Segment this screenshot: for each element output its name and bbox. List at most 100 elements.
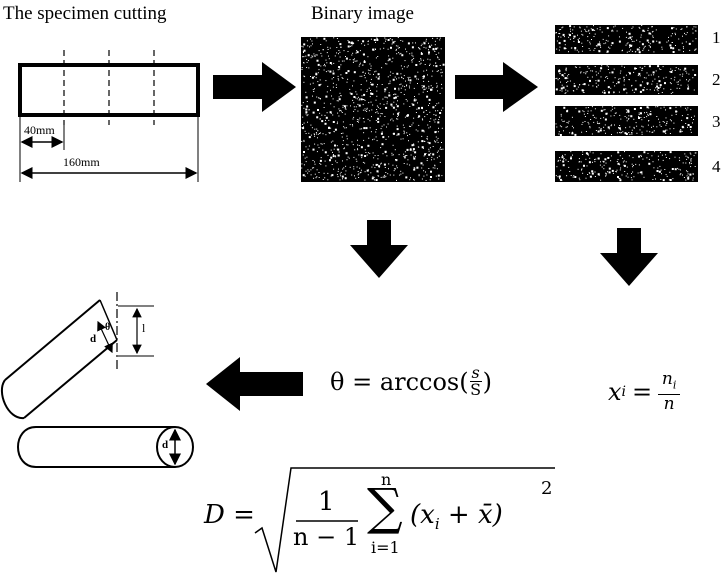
particle xyxy=(341,136,343,138)
particle xyxy=(647,152,649,154)
particle xyxy=(428,87,430,89)
particle xyxy=(374,48,376,50)
particle xyxy=(646,72,648,74)
particle xyxy=(394,93,396,95)
particle xyxy=(340,110,342,112)
particle xyxy=(326,52,328,54)
particle xyxy=(628,132,630,133)
particle xyxy=(693,115,695,117)
particle xyxy=(587,174,589,175)
d-body-rest: + x̄) xyxy=(439,500,503,530)
particle xyxy=(409,133,411,135)
particle xyxy=(639,90,642,93)
speckle-texture xyxy=(555,25,697,54)
particle xyxy=(567,80,569,82)
particle xyxy=(316,133,317,135)
particle xyxy=(679,169,681,171)
particle xyxy=(377,171,379,173)
particle xyxy=(351,124,353,125)
particle xyxy=(602,160,604,162)
particle xyxy=(345,152,348,155)
particle xyxy=(356,98,358,100)
particle xyxy=(687,107,689,109)
particle xyxy=(595,158,597,160)
particle xyxy=(591,133,593,135)
particle xyxy=(409,76,411,78)
particle xyxy=(428,85,430,87)
particle xyxy=(426,138,428,140)
particle xyxy=(353,116,355,118)
particle xyxy=(558,36,560,38)
particle xyxy=(587,153,588,155)
particle xyxy=(439,116,441,118)
particle xyxy=(561,84,563,86)
particle xyxy=(347,78,349,80)
particle xyxy=(619,155,621,157)
particle xyxy=(377,73,380,76)
particle xyxy=(596,28,598,30)
particle xyxy=(313,76,315,78)
particle xyxy=(320,44,322,45)
particle xyxy=(407,65,409,67)
particle xyxy=(421,140,424,143)
particle xyxy=(582,110,584,112)
particle xyxy=(396,128,399,131)
particle xyxy=(675,106,677,108)
particle xyxy=(380,176,382,178)
particle xyxy=(371,177,374,180)
particle xyxy=(391,43,393,45)
particle xyxy=(332,151,333,153)
particle xyxy=(398,87,400,89)
particle xyxy=(350,105,351,107)
particle xyxy=(639,47,641,49)
particle xyxy=(669,44,672,47)
particle xyxy=(434,140,435,142)
particle xyxy=(659,68,660,70)
particle xyxy=(316,37,318,39)
particle xyxy=(369,96,371,98)
particle xyxy=(564,154,566,156)
particle xyxy=(693,155,695,157)
particle xyxy=(641,68,643,70)
particle xyxy=(377,164,379,166)
particle xyxy=(341,175,344,178)
particle xyxy=(419,48,421,50)
particle xyxy=(689,152,691,154)
particle xyxy=(337,154,340,157)
particle xyxy=(638,51,641,54)
particle xyxy=(321,55,323,57)
particle xyxy=(440,148,442,150)
particle xyxy=(623,84,625,86)
particle xyxy=(567,161,569,162)
particle xyxy=(395,109,397,111)
particle xyxy=(314,163,316,165)
particle xyxy=(636,125,638,127)
d-sum-bottom: i=1 xyxy=(371,538,400,557)
particle xyxy=(583,111,585,113)
particle xyxy=(641,155,642,157)
particle xyxy=(388,163,390,165)
particle xyxy=(627,109,630,112)
particle xyxy=(381,113,383,115)
particle xyxy=(618,127,619,129)
particle xyxy=(657,106,659,108)
particle xyxy=(321,120,324,123)
particle xyxy=(415,156,416,158)
particle xyxy=(392,72,394,74)
particle xyxy=(368,40,369,42)
particle xyxy=(660,126,662,127)
particle xyxy=(687,126,688,128)
particle xyxy=(360,169,362,171)
particle xyxy=(322,179,324,180)
particle xyxy=(393,97,396,100)
particle xyxy=(385,106,388,109)
particle xyxy=(415,64,418,66)
particle xyxy=(351,174,353,176)
particle xyxy=(301,167,303,169)
particle xyxy=(605,42,607,44)
particle xyxy=(632,89,634,91)
particle xyxy=(305,96,308,99)
particle xyxy=(573,127,574,129)
particle xyxy=(424,88,426,90)
particle xyxy=(317,72,319,74)
